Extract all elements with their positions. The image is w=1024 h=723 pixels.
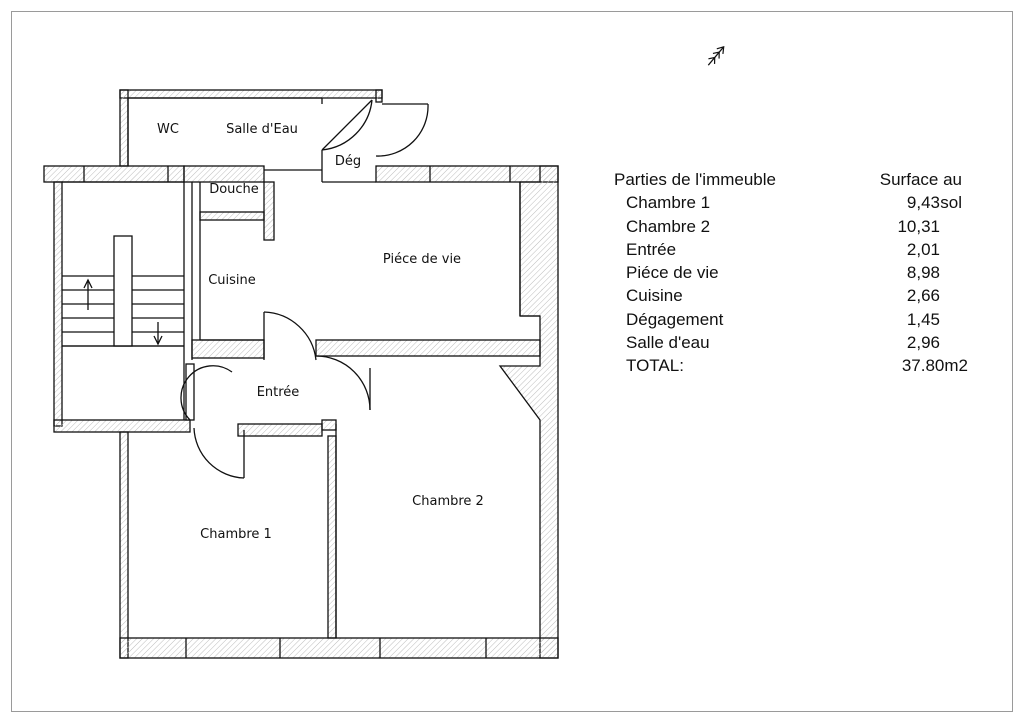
row-name: Entrée — [626, 239, 677, 259]
row-name: Chambre 2 — [626, 216, 711, 236]
room-label-chambre2: Chambre 2 — [412, 494, 484, 509]
row-name: Cuisine — [626, 286, 683, 306]
table-row: Salle d'eau 2,96 — [614, 331, 994, 354]
row-value: 1,45 — [906, 309, 940, 329]
row-name: Chambre 1 — [626, 193, 711, 213]
row-value: 2,66 — [906, 286, 940, 306]
table-row: Dégagement 1,45 — [614, 308, 994, 331]
header-surface: Surface au sol — [879, 170, 962, 213]
room-label-douche: Douche — [209, 182, 259, 197]
table-row: Chambre 2 10,31 — [614, 215, 994, 238]
row-name: Salle d'eau — [626, 333, 710, 353]
table-row: Cuisine 2,66 — [614, 284, 994, 307]
row-value: 2,96 — [906, 333, 940, 353]
room-label-cuisine: Cuisine — [208, 273, 256, 288]
total-label: TOTAL: — [626, 356, 684, 376]
surface-table-total: TOTAL: 37.80m2 — [614, 354, 994, 377]
room-label-piece-de-vie: Piéce de vie — [383, 252, 461, 267]
header-parties: Parties de l'immeuble — [614, 170, 776, 189]
table-row: Piéce de vie 8,98 — [614, 261, 994, 284]
table-row: Chambre 1 9,43 — [614, 191, 994, 214]
row-value: 2,01 — [906, 239, 940, 259]
row-value: 10,31 — [897, 216, 940, 236]
table-row: Entrée 2,01 — [614, 238, 994, 261]
walls — [43, 89, 559, 659]
surface-table-header: Parties de l'immeuble Surface au sol — [614, 168, 994, 213]
room-label-chambre1: Chambre 1 — [200, 527, 272, 542]
room-label-wc: WC — [157, 122, 179, 137]
room-label-entree: Entrée — [257, 385, 300, 400]
row-value: 9,43 — [906, 193, 940, 213]
row-value: 8,98 — [906, 263, 940, 283]
row-name: Dégagement — [626, 309, 724, 329]
row-name: Piéce de vie — [626, 263, 719, 283]
total-value: 37.80m2 — [901, 356, 968, 376]
north-arrow-icon — [707, 45, 725, 66]
room-label-salle-eau: Salle d'Eau — [226, 122, 298, 137]
room-label-deg: Dég — [335, 154, 361, 169]
surface-table: Parties de l'immeuble Surface au sol Cha… — [614, 168, 994, 378]
drawing-frame — [11, 11, 1013, 712]
